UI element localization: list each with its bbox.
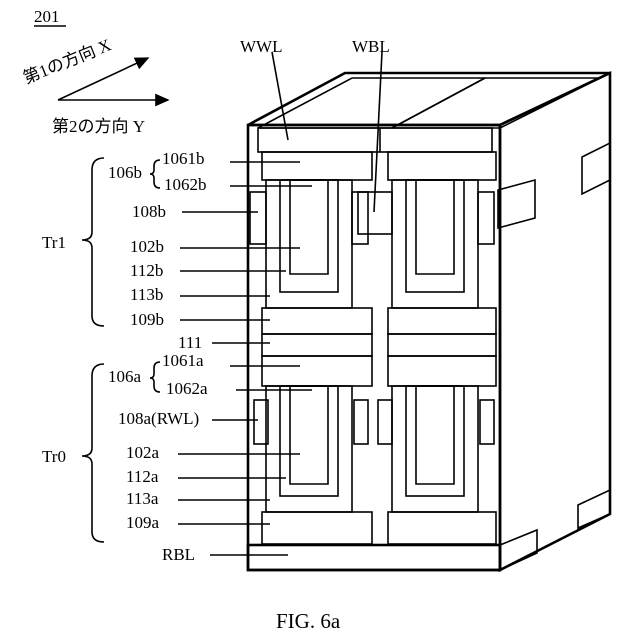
label-109b: 109b [130,310,164,329]
rbl-bar [248,545,500,570]
label-tr1: Tr1 [42,233,66,252]
side-rbl [500,530,537,570]
gate-108b-right [478,192,494,244]
gate-108a-mid2 [378,400,392,444]
figure-ref-number: 201 [34,7,60,26]
side-feature-top [582,143,610,194]
channel-102a-left [290,386,328,484]
layer-112a-left [280,386,338,496]
label-wbl: WBL [352,37,390,56]
electrode-1061a-left [262,356,372,386]
gate-108b-mid [352,192,368,244]
label-109a: 109a [126,513,160,532]
label-102a: 102a [126,443,160,462]
label-1062b: 1062b [164,175,207,194]
brace-tr1 [82,158,104,326]
label-rbl: RBL [162,545,195,564]
brace-106a [150,362,160,392]
side-feature-108b [498,180,535,228]
top-face [248,73,610,125]
label-102b: 102b [130,237,164,256]
gate-108b-left [250,192,266,244]
label-106b: 106b [108,163,142,182]
layer-113a-left [266,386,352,512]
label-111: 111 [178,333,202,352]
figure-caption: FIG. 6a [276,609,341,633]
channel-102b-left [290,180,328,274]
channel-102b-right [416,180,454,274]
layer-112a-right [406,386,464,496]
electrode-109a-right [388,512,496,544]
label-1061a: 1061a [162,351,204,370]
layer-112b-left [280,180,338,292]
electrode-1061b-left [262,152,372,180]
label-112b: 112b [130,261,163,280]
gate-108a-right [480,400,494,444]
label-112a: 112a [126,467,159,486]
label-wwl: WWL [240,37,282,56]
brace-106b [150,160,160,188]
layer-113a-right [392,386,478,512]
top-wwl-left [258,78,485,128]
label-tr0: Tr0 [42,447,66,466]
layer-113b-right [392,180,478,308]
label-108b: 108b [132,202,166,221]
layer-111-left [262,334,372,356]
top-wwl-right [392,78,600,128]
electrode-1061a-right [388,356,496,386]
channel-102a-right [416,386,454,484]
layer-111-right [388,334,496,356]
gate-108a-mid [354,400,368,444]
electrode-109b-left [262,308,372,334]
layer-113b-left [266,180,352,308]
label-1061b: 1061b [162,149,205,168]
wwl-bar [258,128,492,152]
right-side-face [500,73,610,570]
label-106a: 106a [108,367,142,386]
label-113a: 113a [126,489,159,508]
brace-tr0 [82,364,104,542]
electrode-109a-left [262,512,372,544]
layer-112b-right [406,180,464,292]
axis-y-label: 第2の方向 Y [52,117,145,136]
electrode-1061b-right [388,152,496,180]
label-1062a: 1062a [166,379,208,398]
label-108a-rwl: 108a(RWL) [118,409,199,428]
label-113b: 113b [130,285,163,304]
electrode-109b-right [388,308,496,334]
